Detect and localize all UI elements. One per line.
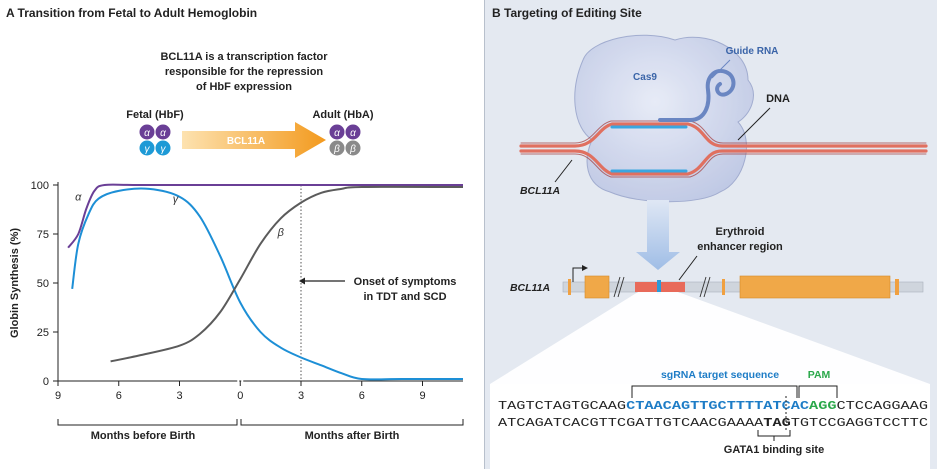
x-tick-label: 3 [176, 390, 182, 402]
chain-symbol: β [349, 144, 356, 155]
globin-chart: Globin Synthesis (%) 0 25 50 75 100 9 6 3 0 3 6 9 α… [9, 180, 464, 402]
bcl11a-top-label: BCL11A [520, 185, 560, 197]
chain-symbol: α [334, 128, 340, 139]
seq-bottom-bold: TAG [763, 416, 790, 430]
gata1-label: GATA1 binding site [724, 444, 824, 456]
x-tick-label: 9 [55, 390, 61, 402]
series-line-gamma [71, 187, 463, 381]
panel-b-header: B Targeting of Editing Site [492, 6, 642, 20]
y-axis-label: Globin Synthesis (%) [9, 228, 21, 338]
bcl11a-top-pointer [554, 159, 573, 183]
note-line-3: of HbF expression [196, 81, 292, 93]
x-tick-label: 6 [116, 390, 122, 402]
dna-strands-icon [519, 120, 928, 178]
alpha-chain-icon [329, 124, 345, 140]
series-label-gamma: γ [173, 194, 180, 206]
seq-top-post: CTCCAGGAAG [837, 399, 928, 413]
alpha-chain-icon [139, 124, 155, 140]
chain-symbol: β [333, 144, 340, 155]
seq-bottom-pre: ATCAGATCACGTTCGATTGTCAACGAAAA [498, 416, 764, 430]
onset-line-1: Onset of symptoms [354, 276, 457, 288]
note-line-2: responsible for the repression [165, 66, 324, 78]
seq-top-pre: TAGTCTAGTGCAAG [498, 399, 626, 413]
series-line-beta [110, 185, 464, 363]
onset-arrowhead-icon [299, 277, 305, 285]
months-before-label: Months before Birth [91, 430, 196, 442]
erythroid-pointer [678, 255, 698, 281]
series-label-beta: β [277, 227, 285, 239]
seq-top-pam: AGG [809, 399, 836, 413]
adult-label: Adult (HbA) [312, 109, 373, 121]
sgrna-label: sgRNA target sequence [661, 369, 779, 381]
gene-map [562, 265, 924, 299]
x-tick-label: 9 [419, 390, 425, 402]
zoom-callout [490, 292, 930, 384]
guide-rna-pointer [711, 59, 731, 79]
pam-bracket [798, 385, 838, 398]
chain-symbol: α [350, 128, 356, 139]
erythroid-line-1: Erythroid [716, 226, 765, 238]
seq-bottom-post: TGTCCGAGGTCCTTC [791, 416, 928, 430]
chain-symbol: γ [145, 144, 151, 155]
dna-label: DNA [766, 93, 790, 105]
y-tick-label: 0 [43, 376, 49, 388]
series-label-alpha: α [75, 192, 82, 204]
erythroid-line-2: enhancer region [697, 241, 783, 253]
alpha-chain-icon [345, 124, 361, 140]
x-tick-label: 0 [237, 390, 243, 402]
gamma-chain-icon [155, 140, 171, 156]
bcl11a-gene-label: BCL11A [510, 282, 550, 294]
note-line-1: BCL11A is a transcription factor [160, 51, 328, 63]
y-tick-label: 75 [37, 229, 49, 241]
sequence-area [490, 384, 930, 469]
dna-pointer [737, 107, 771, 141]
guide-rna-label: Guide RNA [726, 46, 779, 57]
chain-symbol: γ [161, 144, 167, 155]
down-arrow-icon [636, 200, 680, 270]
bracket-after [240, 419, 464, 426]
month-brackets [57, 419, 464, 426]
beta-chain-icon [329, 140, 345, 156]
chain-symbol: α [160, 128, 166, 139]
y-tick-label: 25 [37, 327, 49, 339]
chain-symbol: α [144, 128, 150, 139]
cas9-label: Cas9 [633, 72, 657, 83]
bcl11a-arrow-icon [182, 122, 326, 158]
months-after-label: Months after Birth [305, 430, 400, 442]
x-tick-label: 3 [298, 390, 304, 402]
series-line-alpha [67, 183, 463, 249]
pam-label: PAM [808, 369, 831, 381]
gamma-chain-icon [139, 140, 155, 156]
sgrna-bracket [631, 385, 798, 398]
guide-rna-icon [658, 69, 736, 122]
seq-top-target: CTAACAGTTGCTTTTATCAC [626, 399, 809, 413]
x-tick-label: 6 [359, 390, 365, 402]
alpha-chain-icon [155, 124, 171, 140]
onset-line-2: in TDT and SCD [363, 291, 446, 303]
y-tick-label: 50 [37, 278, 49, 290]
beta-chain-icon [345, 140, 361, 156]
arrow-label: BCL11A [227, 136, 265, 147]
bracket-before [57, 419, 238, 426]
fetal-label: Fetal (HbF) [126, 109, 184, 121]
fetal-hemoglobin-icon: α α γ γ [139, 124, 171, 156]
panel-a-header: A Transition from Fetal to Adult Hemoglo… [6, 6, 257, 20]
bcl11a-note: BCL11A is a transcription factor respons… [160, 51, 328, 93]
adult-hemoglobin-icon: α α β β [329, 124, 361, 156]
y-tick-label: 100 [31, 180, 49, 192]
